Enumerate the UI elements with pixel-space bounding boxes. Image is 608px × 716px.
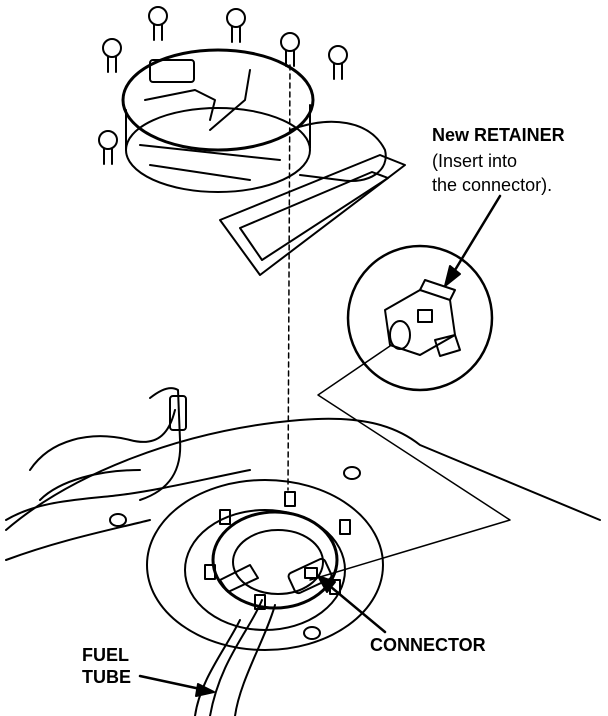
fuel-tube-line-2 [234,604,276,716]
floor-panel-outline-lower [5,519,151,561]
pump-body-side [125,104,311,151]
pump-flange-opening [232,529,324,595]
floor-panel-outline [5,417,601,531]
wire-connector-plug [169,395,187,431]
connector-label: CONNECTOR [370,635,486,655]
float-plate [219,154,406,276]
wire-harness-2 [29,409,176,471]
retainer-part [384,279,461,357]
connector-arrow-head [317,575,336,593]
fuel-tube-line [209,599,263,716]
retainer-arrow-head [444,265,461,287]
wire-harness-4 [139,387,182,501]
detail-leader-line [309,345,511,581]
pump-top-plate [121,48,315,152]
retainer-note-line1: (Insert into [432,151,518,171]
wire-harness [5,469,251,521]
lower-connector [219,557,333,595]
sending-unit-arm [289,120,387,182]
float-plate-inner [239,171,389,261]
pump-body-lines [139,144,281,181]
retainer-detail-circle [346,244,494,392]
fuel-tube-arrow-head [195,683,215,697]
floor-nuts [109,466,361,640]
fuel-tube-arrow [138,674,207,692]
alignment-dashed-line [287,64,291,491]
retainer-arrow [450,194,502,277]
fuel-tube-hose [194,619,241,716]
pump-hose-2 [209,69,251,131]
access-hole-outer [146,479,384,651]
fuel-tube-label-line2: TUBE [82,667,131,687]
upper-nuts [98,6,348,165]
pump-connector-top [149,59,195,83]
wire-harness-3 [39,469,141,501]
fuel-tube-label-line1: FUEL [82,645,129,665]
pump-hose-1 [144,89,216,121]
retainer-note-line2: the connector). [432,175,553,195]
connector-arrow [323,580,387,634]
retainer-title-label: New RETAINER [432,125,565,145]
